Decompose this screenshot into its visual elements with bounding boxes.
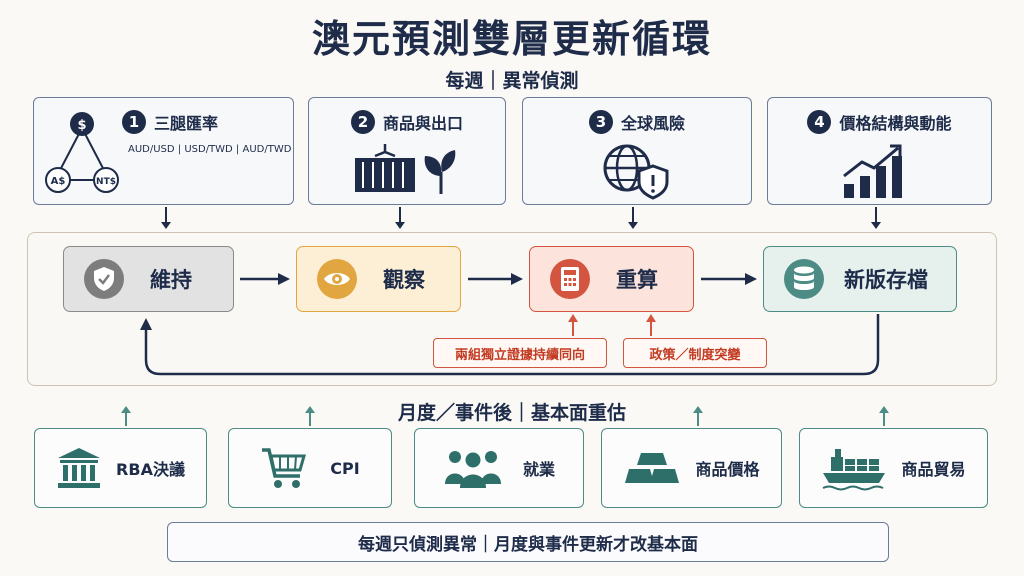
bank-icon: [58, 448, 101, 488]
twd-node-label: NT$: [96, 177, 116, 187]
shield-check-icon: [84, 259, 124, 299]
source-label: 商品與出口: [382, 114, 463, 133]
trigger-evidence: 兩組獨立證據持續同向: [433, 338, 607, 368]
stage-maintain: 維持: [63, 246, 234, 312]
stage-label: 維持: [150, 268, 192, 292]
stage-label: 觀察: [383, 268, 425, 292]
source-label: 價格結構與動能: [839, 114, 952, 133]
page-title: 澳元預測雙層更新循環: [311, 17, 712, 61]
footer-summary: 每週只偵測異常｜月度與事件更新才改基本面: [167, 522, 889, 562]
step-number: 3: [588, 110, 613, 134]
fundamental-label: 商品價格: [695, 460, 760, 479]
people-icon: [444, 451, 501, 488]
stage-observe: 觀察: [296, 246, 461, 312]
gold-bars-icon: [625, 453, 680, 483]
source-label: 三腿匯率: [154, 114, 219, 133]
weekly-label: 每週｜異常偵測: [445, 70, 579, 92]
source-label: 全球風險: [620, 114, 685, 133]
stage-label: 新版存檔: [844, 268, 928, 292]
source-box-commodity: 2 商品與出口: [308, 97, 506, 205]
database-icon: [784, 259, 824, 299]
fundamental-commodity-price: 商品價格: [601, 428, 782, 508]
trigger-policy-shock: 政策／制度突變: [623, 338, 767, 368]
fundamental-label: RBA決議: [116, 460, 185, 479]
fundamental-rba: RBA決議: [34, 428, 207, 508]
monthly-label: 月度／事件後｜基本面重估: [397, 402, 626, 424]
source-arrows: [161, 207, 881, 229]
stage-new-version-archive: 新版存檔: [763, 246, 957, 312]
currency-pairs: AUD/USD | USD/TWD | AUD/TWD: [128, 144, 292, 155]
fundamental-label: CPI: [330, 458, 360, 478]
step-number: 2: [350, 110, 375, 134]
step-number: 1: [122, 110, 146, 134]
container-plant-icon: [355, 144, 456, 194]
fundamental-cpi: CPI: [228, 428, 392, 508]
step-number: 4: [807, 110, 832, 134]
globe-shield-icon: [603, 144, 669, 200]
stage-label: 重算: [616, 268, 658, 292]
source-box-fx: 1 三腿匯率 AUD/USD | USD/TWD | AUD/TWD $ A$ …: [33, 97, 294, 205]
stage-recalculate: 重算: [529, 246, 694, 312]
fundamental-label: 商品貿易: [901, 460, 966, 479]
calculator-icon: [550, 259, 590, 299]
source-box-price-momentum: 4 價格結構與動能: [767, 97, 992, 205]
usd-node-label: $: [77, 118, 86, 133]
bar-chart-up-icon: [843, 144, 902, 198]
source-box-global-risk: 3 全球風險: [522, 97, 752, 205]
cargo-ship-icon: [823, 449, 886, 491]
fundamental-commodity-trade: 商品貿易: [799, 428, 988, 508]
shopping-cart-icon: [262, 448, 307, 488]
eye-icon: [317, 259, 357, 299]
fundamental-employment: 就業: [414, 428, 584, 508]
fundamental-arrows: [121, 406, 889, 426]
fundamental-label: 就業: [522, 460, 555, 479]
flow-arrows: [140, 273, 880, 376]
aud-node-label: A$: [51, 176, 66, 187]
currency-triangle-icon: $ A$ NT$: [45, 112, 119, 193]
